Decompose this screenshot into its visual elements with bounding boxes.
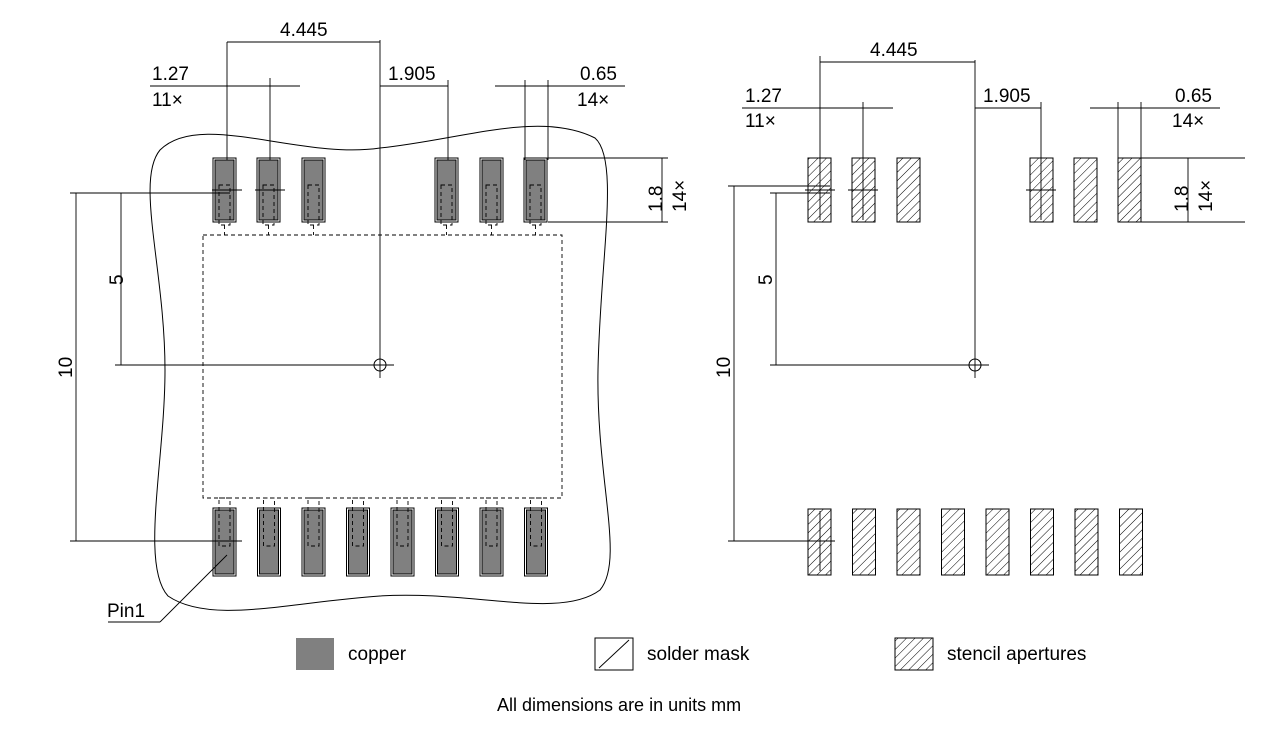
pad-top-1 — [212, 157, 237, 235]
dim-pad-length-label-right: 1.8 — [1172, 186, 1193, 212]
legend-copper-swatch — [296, 638, 334, 670]
copper-pad — [214, 509, 235, 575]
legend-copper-label: copper — [348, 644, 407, 665]
dim-pitch-count: 11× — [152, 90, 183, 111]
stencil-pad-bottom-4 — [941, 508, 965, 576]
dim-center-offset-label: 1.905 — [388, 64, 436, 85]
copper-pad — [526, 509, 546, 575]
legend: copper solder mask stencil apertures — [296, 637, 1086, 671]
dim-pad-width-count-right: 14× — [1172, 111, 1204, 132]
copper-pad — [348, 509, 368, 575]
stencil-pad-bottom-5 — [985, 508, 1010, 576]
dim-pad-length-count: 14× — [670, 180, 691, 212]
pad-bottom-8 — [524, 497, 548, 577]
legend-solder-mask-swatch — [594, 637, 634, 671]
dim-pad-width-count: 14× — [577, 90, 609, 111]
stencil-pad-bottom-3 — [896, 508, 921, 576]
stencil-pad-top-5 — [1073, 157, 1098, 223]
copper-pad — [525, 159, 546, 221]
dim-pad-length-label: 1.8 — [646, 186, 667, 212]
pad-bottom-6 — [435, 497, 459, 577]
stencil-pad-bottom-1 — [807, 508, 832, 576]
dim-full-height-label-right: 10 — [714, 357, 735, 378]
stencil-pad-top-6 — [1117, 157, 1142, 223]
copper-pad — [303, 159, 324, 221]
dim-pad-length-count-right: 14× — [1196, 180, 1217, 212]
pad-bottom-3 — [301, 497, 326, 577]
left-pad-group — [212, 157, 548, 577]
left-view: 4.445 1.27 11× 1.905 0.65 14× 1.8 14× 5 … — [56, 20, 691, 623]
stencil-pad-bottom-8 — [1119, 508, 1143, 576]
pad-top-6 — [523, 157, 548, 235]
pad-bottom-7 — [479, 497, 504, 577]
copper-pad — [437, 509, 457, 575]
copper-pad — [392, 509, 413, 575]
copper-pad — [481, 159, 502, 221]
pin1-label: Pin1 — [107, 601, 145, 622]
stencil-pad-bottom-7 — [1074, 508, 1099, 576]
legend-stencil-swatch — [894, 637, 934, 671]
pad-bottom-2 — [257, 497, 281, 577]
dim-pitch-label-right: 1.27 — [745, 86, 782, 107]
copper-pad — [259, 509, 279, 575]
stencil-pad-bottom-2 — [852, 508, 876, 576]
dim-pitch-count-right: 11× — [745, 111, 776, 132]
right-pad-group — [805, 157, 1143, 576]
dim-span-label-right: 4.445 — [870, 40, 918, 61]
dim-pad-width-label-right: 0.65 — [1175, 86, 1212, 107]
right-view: 4.445 1.27 11× 1.905 0.65 14× 1.8 14× 5 … — [714, 40, 1245, 576]
pad-top-2 — [256, 157, 281, 235]
copper-pad — [303, 509, 324, 575]
legend-stencil-label: stencil apertures — [947, 644, 1086, 665]
legend-solder-mask-label: solder mask — [647, 644, 750, 665]
dim-pitch-label: 1.27 — [152, 64, 189, 85]
copper-pad — [436, 159, 457, 221]
dim-half-height-label: 5 — [107, 274, 128, 285]
pad-bottom-1 — [212, 497, 237, 577]
solder-mask-outline — [149, 125, 611, 611]
pad-top-4 — [434, 157, 459, 235]
dim-full-height-label: 10 — [56, 357, 77, 378]
package-body-outline — [202, 234, 563, 499]
dim-half-height-label-right: 5 — [756, 274, 777, 285]
stencil-pad-bottom-6 — [1030, 508, 1054, 576]
units-footnote: All dimensions are in units mm — [497, 695, 741, 715]
pad-top-3 — [301, 157, 326, 235]
copper-pad — [481, 509, 502, 575]
pad-top-5 — [479, 157, 504, 235]
dim-pad-width-label: 0.65 — [580, 64, 617, 85]
dim-span-label: 4.445 — [280, 20, 328, 41]
pad-bottom-4 — [346, 497, 370, 577]
pad-bottom-5 — [390, 497, 415, 577]
stencil-pad-top-3 — [896, 157, 921, 223]
dim-center-offset-label-right: 1.905 — [983, 86, 1031, 107]
